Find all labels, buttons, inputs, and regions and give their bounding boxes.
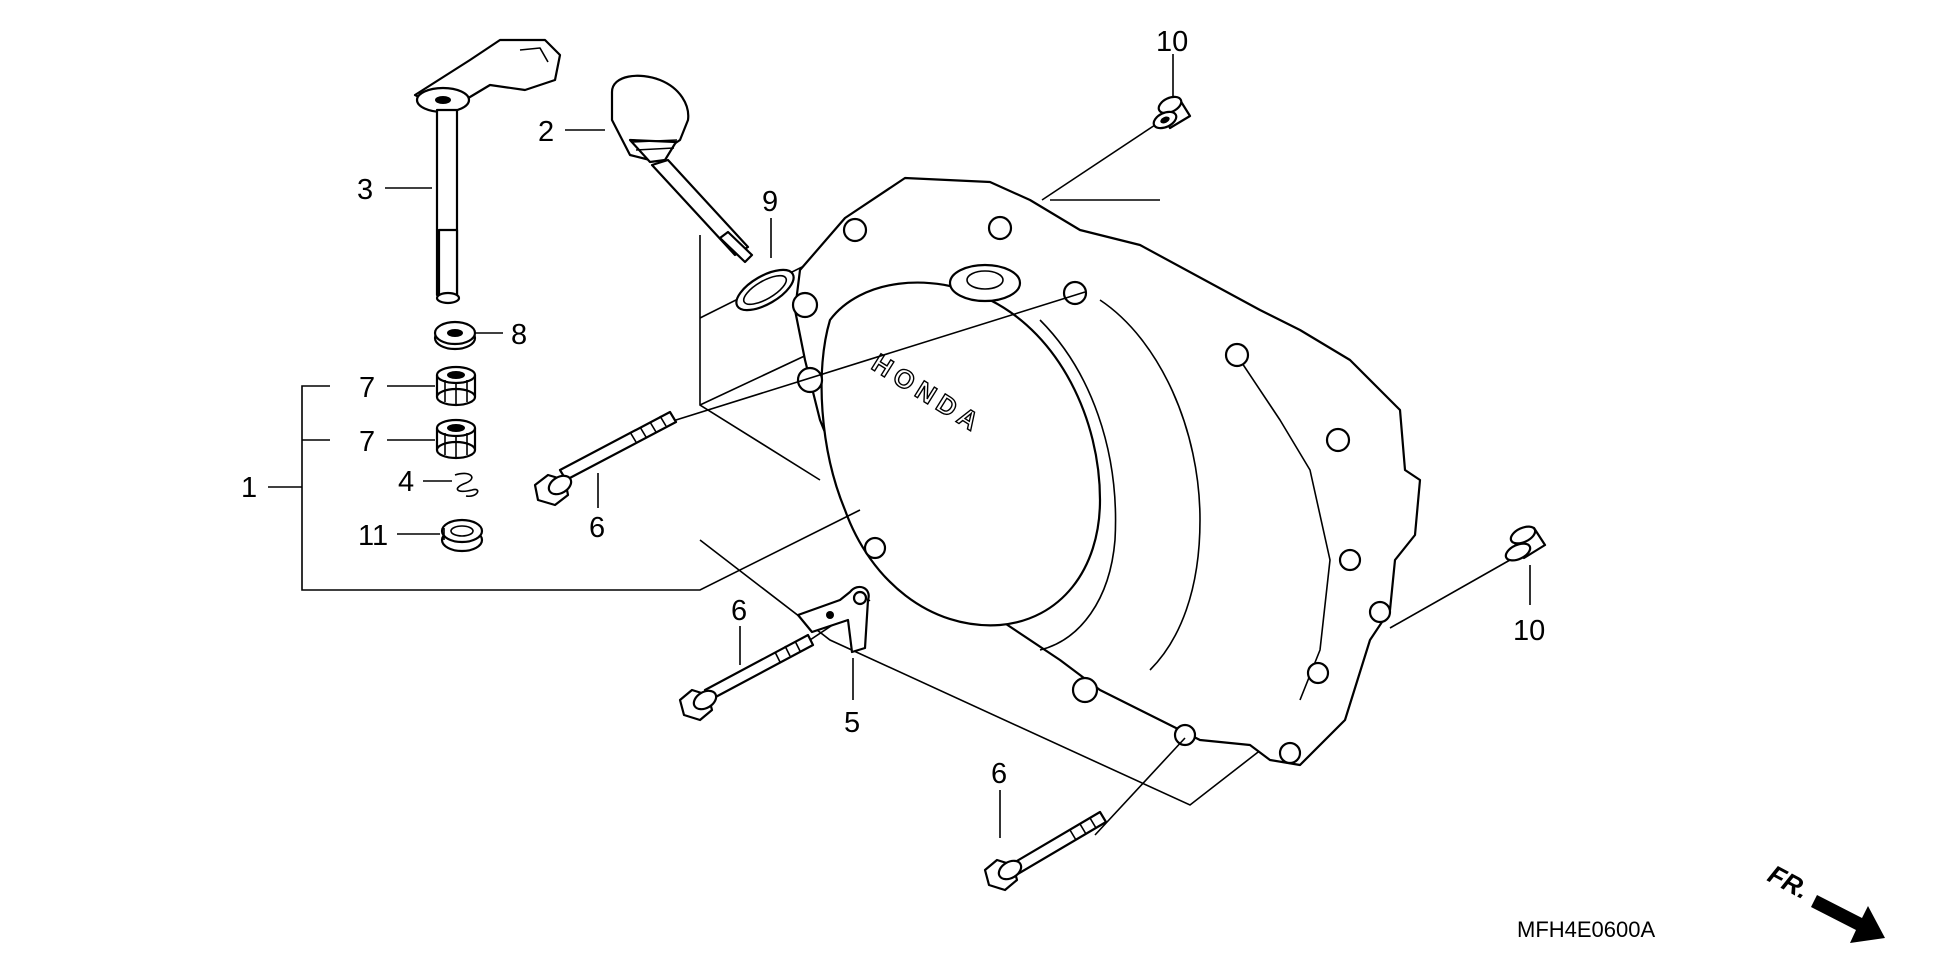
part-9-o-ring <box>735 268 795 312</box>
callout-labels: 10 2 3 9 8 7 7 1 4 11 6 6 5 6 10 <box>241 26 1545 790</box>
callout-5: 5 <box>844 707 860 739</box>
diagram-code: MFH4E0600A <box>1517 917 1656 942</box>
crankcase-cover: HONDA <box>699 176 1422 806</box>
callout-3: 3 <box>357 174 373 206</box>
callout-2: 2 <box>538 116 554 148</box>
callout-6-lower: 6 <box>991 758 1007 790</box>
callout-4: 4 <box>398 466 414 498</box>
part-3-shaft <box>413 38 562 305</box>
callout-7-lower: 7 <box>359 426 375 458</box>
part-6-bolt-middle <box>678 633 815 722</box>
part-7-bearing-upper <box>435 365 477 407</box>
part-7-bearing-lower <box>435 418 477 460</box>
oil-filler-neck <box>948 263 1022 303</box>
callout-1: 1 <box>241 472 257 504</box>
part-10-dowel-upper <box>1152 95 1192 130</box>
front-indicator-label: FR. <box>1763 859 1814 905</box>
part-10-dowel-lower <box>1504 525 1547 562</box>
callout-9: 9 <box>762 186 778 218</box>
projection-lines <box>699 539 1326 806</box>
cover-bolt-bosses <box>791 215 1392 765</box>
part-8-washer <box>433 320 477 351</box>
assembly-bracket <box>301 385 861 591</box>
part-2-dipstick <box>610 74 754 264</box>
part-4-spring <box>454 472 479 497</box>
callout-11: 11 <box>358 520 388 552</box>
front-direction-indicator: FR. <box>1763 859 1885 943</box>
front-arrow-icon <box>1811 895 1885 943</box>
callout-7-upper: 7 <box>359 372 375 404</box>
part-11-oil-seal <box>440 518 484 553</box>
callout-10-top: 10 <box>1156 26 1188 58</box>
part-6-bolt-upper <box>533 410 678 507</box>
callout-8: 8 <box>511 319 527 351</box>
part-5-bracket <box>796 585 870 654</box>
leader-lines <box>268 54 1531 838</box>
callout-6-middle: 6 <box>731 595 747 627</box>
callout-10-lower: 10 <box>1513 615 1545 647</box>
part-6-bolt-lower <box>983 810 1108 892</box>
callout-6-upper: 6 <box>589 512 605 544</box>
